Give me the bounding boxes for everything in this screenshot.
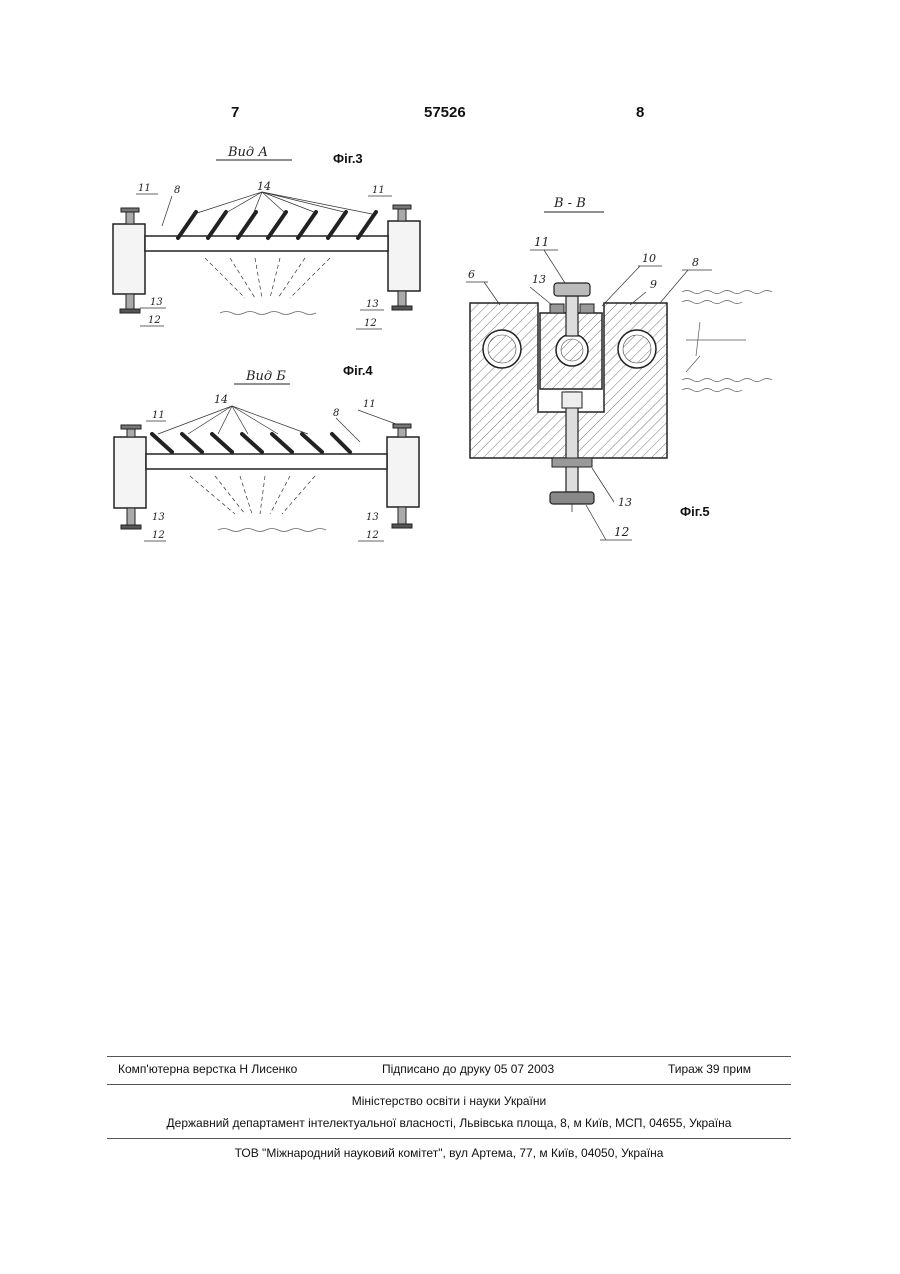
fig3-view-label: Вид А: [227, 145, 268, 160]
footer-typesetting: Комп'ютерна верстка Н Лисенко: [118, 1062, 297, 1076]
fig5-label-12: 12: [614, 525, 629, 539]
fig3-label-11-left: 11: [138, 183, 151, 194]
fig5-label-13-top: 13: [532, 273, 546, 286]
fig4-label-11-left: 11: [152, 410, 165, 421]
fig4-label-12-right: 12: [366, 530, 379, 541]
fig3-label-8: 8: [174, 185, 180, 196]
patent-drawing: Вид А: [0, 0, 900, 560]
fig5-label-6: 6: [468, 268, 475, 281]
fig4-view-label: Вид Б: [245, 369, 286, 384]
fig5-section-label: В - В: [553, 196, 586, 211]
fig5-label-11: 11: [534, 235, 549, 249]
fig4-right-block: [387, 437, 419, 507]
fig4-beam: [146, 454, 387, 469]
fig5-label-8: 8: [692, 256, 699, 269]
fig5-drawing: В - В 6 11 13 10 9: [466, 196, 772, 540]
fig5-bottom-screw-head: [550, 492, 594, 504]
footer-rule-top: [107, 1056, 791, 1057]
footer-publisher: ТОВ "Міжнародний науковий комітет", вул …: [107, 1146, 791, 1160]
footer-ministry: Міністерство освіти і науки України: [107, 1094, 791, 1108]
footer-rule-bottom: [107, 1138, 791, 1139]
fig4-left-block: [114, 437, 146, 508]
fig3-drawing: Вид А: [113, 145, 420, 329]
fig3-label-11-right: 11: [372, 185, 385, 196]
fig3-label-12-right: 12: [364, 318, 377, 329]
fig5-label-10: 10: [642, 252, 656, 265]
fig5-top-screw-head: [554, 283, 590, 296]
fig3-label-12-left: 12: [148, 315, 161, 326]
fig3-right-block: [388, 221, 420, 291]
fig3-label-14: 14: [257, 180, 271, 193]
fig5-label-9: 9: [650, 278, 657, 291]
footer-signed: Підписано до друку 05 07 2003: [382, 1062, 554, 1076]
fig3-label-13-right: 13: [366, 299, 379, 310]
footer-department: Державний департамент інтелектуальної вл…: [107, 1116, 791, 1130]
fig4-drawing: Вид Б: [114, 369, 419, 541]
fig3-left-block: [113, 224, 145, 294]
fig4-label-8: 8: [333, 408, 339, 419]
footer-rule-middle: [107, 1084, 791, 1085]
footer-print-run: Тираж 39 прим: [668, 1062, 751, 1076]
fig4-label-13-left: 13: [152, 512, 165, 523]
fig3-label-13-left: 13: [150, 297, 163, 308]
fig4-label-11-right: 11: [363, 399, 376, 410]
fig4-label-13-right: 13: [366, 512, 379, 523]
fig5-label-13-bottom: 13: [618, 496, 632, 509]
fig4-label-14: 14: [214, 393, 228, 406]
fig4-label-12-left: 12: [152, 530, 165, 541]
fig5-side-notes: [682, 291, 772, 392]
